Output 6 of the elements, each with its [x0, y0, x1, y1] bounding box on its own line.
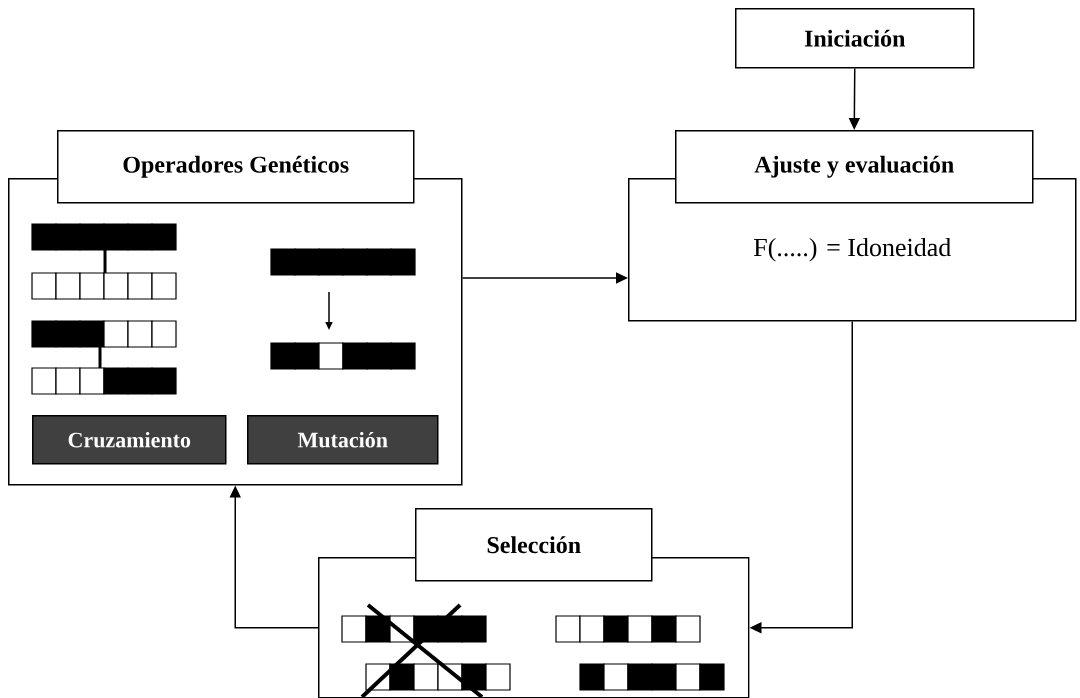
heading-box: Selección: [415, 508, 653, 582]
heading-box: Ajuste y evaluación: [675, 130, 1034, 204]
process-box: Iniciación: [735, 8, 975, 69]
operator-label: Cruzamiento: [32, 415, 227, 465]
heading-box: Operadores Genéticos: [57, 130, 415, 204]
operator-label: Mutación: [247, 415, 439, 465]
